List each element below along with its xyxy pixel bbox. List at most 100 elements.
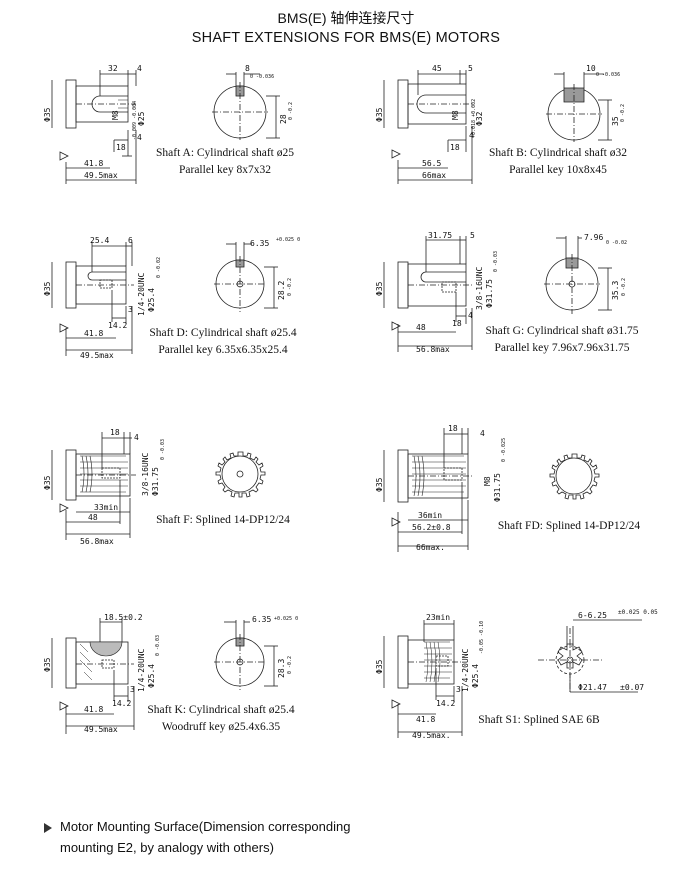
dim-48: 48 (416, 323, 426, 332)
dim-49-5: 49.5max. (412, 731, 451, 740)
dim-key: 7.96 (584, 233, 603, 242)
shaft-fd-caption-line1: Shaft FD: Splined 14-DP12/24 (497, 520, 641, 532)
dim-phi25-4-tol: 0 -0.03 (155, 635, 161, 656)
dim-5: 5 (468, 64, 473, 73)
dim-49-5: 49.5max (84, 725, 118, 734)
dim-6: 6 (128, 236, 133, 245)
dim-25-4: 25.4 (90, 236, 109, 245)
dim-4: 4 (469, 131, 474, 140)
dim-48: 48 (88, 513, 98, 522)
dim-key: 6.35 (252, 615, 271, 624)
dim-41-8: 41.8 (84, 705, 103, 714)
dim-35: 35 (611, 116, 620, 126)
dim-spline: 6-6.25 (578, 611, 607, 620)
dim-35-3: 35.3 (611, 281, 620, 300)
dim-3: 3 (456, 685, 461, 694)
dim-45: 45 (432, 64, 442, 73)
dim-phi35: Φ35 (375, 107, 384, 122)
shaft-fd-drawing: 18 4 Φ35 M8 Φ31.75 0 -0.025 36min 56.2±0… (375, 424, 600, 552)
dim-key10: 10 (586, 64, 596, 73)
shaft-s1-caption: Shaft S1: Splined SAE 6B (474, 712, 604, 729)
dim-49-5: 49.5max (84, 171, 118, 180)
shaft-k-caption-line2: Woodruff key ø25.4x6.35 (161, 721, 281, 733)
shaft-d-drawing: 25.4 6 Φ35 1/4-20UNC Φ25.4 0 -0.02 3 14.… (43, 236, 300, 360)
dim-18: 18 (452, 319, 462, 328)
dim-35-3-tol: 0 -0.2 (621, 278, 627, 296)
title-english: SHAFT EXTENSIONS FOR BMS(E) MOTORS (191, 30, 501, 46)
dim-phi25-4: Φ25.4 (147, 664, 156, 688)
dim-phi32-tol: +0.018 +0.002 (471, 99, 477, 138)
dim-phi31-75: Φ31.75 (151, 467, 160, 496)
shaft-k-drawing: 18.5±0.2 Φ35 1/4-20UNC Φ25.4 0 -0.03 3 1… (43, 613, 298, 734)
dim-31-75: 31.75 (428, 231, 452, 240)
dim-phi32: Φ32 (475, 111, 484, 126)
footnote: Motor Mounting Surface(Dimension corresp… (44, 816, 350, 858)
dim-key-tol: +0.025 0 (276, 237, 300, 243)
dim-phi31-75-tol: 0 -0.03 (160, 439, 166, 460)
triangle-marker-icon (44, 822, 52, 833)
dim-phi35: Φ35 (375, 281, 384, 296)
dim-41-8: 41.8 (416, 715, 435, 724)
shaft-a-caption: Shaft A: Cylindrical shaft ø25 Parallel … (140, 145, 310, 179)
dim-23: 23min (426, 613, 450, 622)
shaft-f-caption: Shaft F: Splined 14-DP12/24 (148, 512, 298, 529)
dim-phi25-4: Φ25.4 (471, 664, 480, 688)
shaft-g-caption-line2: Parallel key 7.96x7.96x31.75 (494, 342, 630, 354)
dim-unc: 3/8-16UNC (475, 266, 484, 310)
footnote-line1: Motor Mounting Surface(Dimension corresp… (60, 819, 351, 834)
title-chinese: BMS(E) 轴伸连接尺寸 (277, 10, 415, 26)
dim-phi31-75-tol: 0 -0.03 (493, 251, 499, 272)
dim-phi25-4-tol: 0 -0.02 (156, 257, 162, 278)
dim-key10-tol: 0 -0.036 (596, 72, 620, 78)
dim-33: 33min (94, 503, 118, 512)
shaft-a-drawing: 32 4 Φ35 M8 Φ25 -0.009 -0.004 18 4 41.8 … (43, 64, 294, 184)
shaft-a-caption-line2: Parallel key 8x7x32 (179, 164, 271, 176)
dim-56-8: 56.8max (416, 345, 450, 354)
dim-56-8: 56.8max (80, 537, 114, 546)
dim-phi25-4: Φ25.4 (147, 288, 156, 312)
dim-56-5: 56.5 (422, 159, 441, 168)
dim-phi21-47-tol: ±0.07 (620, 683, 644, 692)
dim-18: 18 (116, 143, 126, 152)
shaft-b-drawing: 45 5 Φ35 M8 Φ32 +0.018 +0.002 18 4 56.5 … (375, 64, 626, 184)
dim-28-tol: 0 -0.2 (288, 102, 294, 120)
shaft-b-caption: Shaft B: Cylindrical shaft ø32 Parallel … (478, 145, 638, 179)
shaft-f-caption-line1: Shaft F: Splined 14-DP12/24 (156, 514, 290, 526)
dim-phi35: Φ35 (43, 281, 52, 296)
dim-28-2-tol: 0 -0.2 (287, 278, 293, 296)
dim-phi25-4-tol: -0.05 -0.10 (479, 621, 485, 654)
dim-phi21-47: Φ21.47 (578, 683, 607, 692)
dim-49-5: 49.5max (80, 351, 114, 360)
dim-28-2: 28.2 (277, 281, 286, 300)
dim-key: 6.35 (250, 239, 269, 248)
dim-phi35: Φ35 (375, 659, 384, 674)
dim-unc: 1/4-20UNC (137, 648, 146, 692)
dim-66: 66max (422, 171, 446, 180)
dim-28-3-tol: 0 -0.2 (287, 656, 293, 674)
dim-5: 5 (470, 231, 475, 240)
dim-key-tol: +0.025 0 (274, 616, 298, 622)
dim-4: 4 (468, 311, 473, 320)
dim-phi35: Φ35 (43, 107, 52, 122)
dim-phi31-75: Φ31.75 (485, 279, 494, 308)
dim-4: 4 (134, 433, 139, 442)
dim-4: 4 (480, 429, 485, 438)
dim-4b: 4 (137, 133, 142, 142)
dim-28: 28 (279, 114, 288, 124)
shaft-b-caption-line2: Parallel key 10x8x45 (509, 164, 607, 176)
dim-key-tol: 0 -0.02 (606, 240, 627, 246)
shaft-g-caption-line1: Shaft G: Cylindrical shaft ø31.75 (485, 325, 639, 337)
dim-unc: 1/4-20UNC (137, 272, 146, 316)
dim-41-8: 41.8 (84, 159, 103, 168)
dim-phi35: Φ35 (43, 657, 52, 672)
dim-phi35: Φ35 (43, 475, 52, 490)
dim-phi35: Φ35 (375, 477, 384, 492)
shaft-d-caption-line1: Shaft D: Cylindrical shaft ø25.4 (149, 327, 297, 339)
dim-35-tol: 0 -0.2 (620, 104, 626, 122)
dim-18-5: 18.5±0.2 (104, 613, 143, 622)
shaft-k-caption-line1: Shaft K: Cylindrical shaft ø25.4 (147, 704, 295, 716)
shaft-a-caption-line1: Shaft A: Cylindrical shaft ø25 (156, 147, 294, 159)
shaft-b-caption-line1: Shaft B: Cylindrical shaft ø32 (489, 147, 627, 159)
dim-14-2: 14.2 (108, 321, 127, 330)
